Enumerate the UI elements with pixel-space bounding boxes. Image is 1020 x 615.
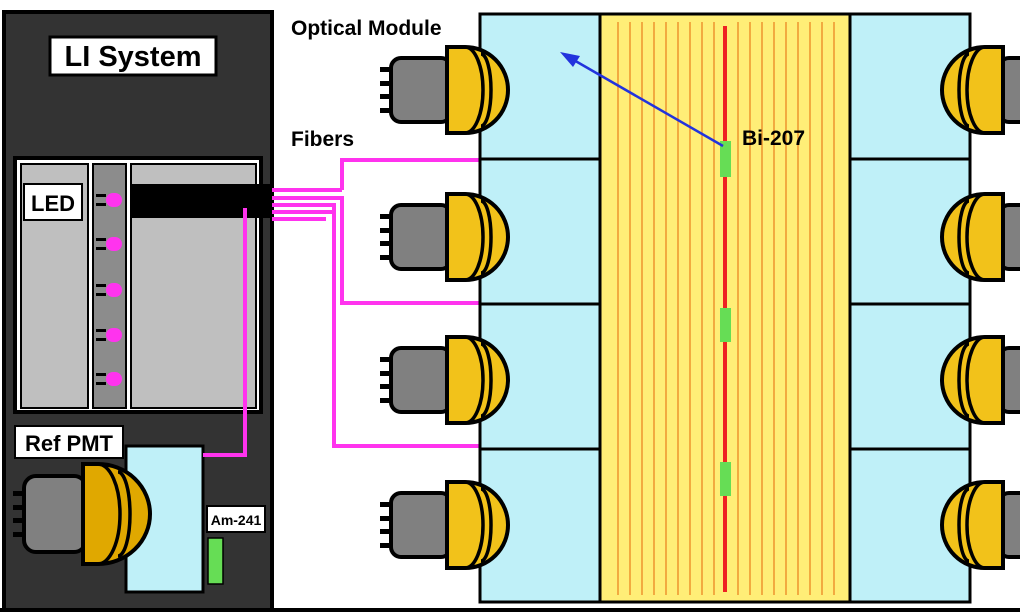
pmt-right-2 <box>940 192 1020 282</box>
pmt-left-2 <box>378 192 510 282</box>
led-5 <box>96 372 122 386</box>
fiber-to-om1 <box>340 158 480 190</box>
fiber-to-om3 <box>326 203 480 448</box>
pmt-left-3 <box>378 335 510 425</box>
bi207-label: Bi-207 <box>742 127 805 150</box>
ref-fiber <box>203 208 247 457</box>
led-column <box>96 193 122 386</box>
bi207-source-1 <box>720 141 731 177</box>
optical-module-label: Optical Module <box>291 17 442 40</box>
led-4 <box>96 328 122 342</box>
fiber-to-om2 <box>326 196 480 305</box>
led-2 <box>96 237 122 251</box>
bi207-source-2 <box>720 308 731 342</box>
electron-arrow <box>560 52 724 148</box>
mixing-bar <box>131 184 271 218</box>
am241-label: Am-241 <box>211 512 262 528</box>
li-system-title-box <box>48 35 218 77</box>
bi207-source-3 <box>720 462 731 496</box>
foil-strips <box>617 22 835 595</box>
pmt-left-4 <box>378 480 510 570</box>
ref-pmt-label: Ref PMT <box>25 431 114 456</box>
fibers-label: Fibers <box>291 128 354 151</box>
led-1 <box>96 193 122 207</box>
li-system-title: LI System <box>65 41 202 73</box>
am241-label-box <box>206 505 266 533</box>
pmt-right-4 <box>940 480 1020 570</box>
pmt-right-1 <box>940 45 1020 135</box>
pmt-right-3 <box>940 335 1020 425</box>
ref-pmt-label-box <box>14 425 124 459</box>
am241-source <box>207 537 224 585</box>
led-label: LED <box>31 191 75 216</box>
led-label-box <box>23 183 83 221</box>
pmt-left-1 <box>378 45 510 135</box>
ref-pmt <box>13 462 152 566</box>
led-3 <box>96 283 122 297</box>
